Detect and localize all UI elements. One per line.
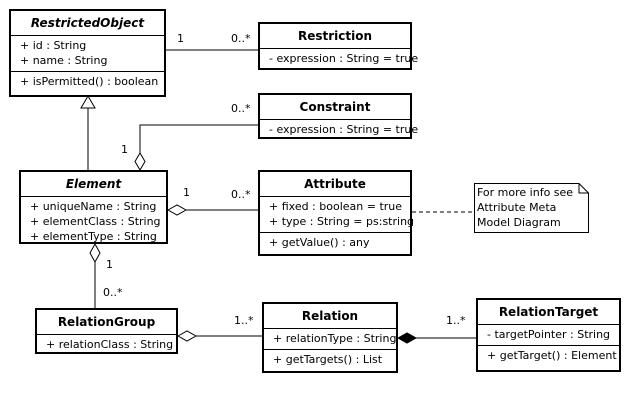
class-restrictedobject[interactable]: RestrictedObject + id : String + name : … — [9, 9, 166, 97]
multiplicity-label: 1 — [183, 186, 190, 199]
operation: + isPermitted() : boolean — [20, 75, 159, 88]
class-name: RestrictedObject — [11, 11, 164, 36]
aggregation-diamond-relation — [176, 330, 198, 342]
operation: + getTarget() : Element — [487, 349, 617, 362]
multiplicity-label: 1 — [177, 32, 184, 45]
multiplicity-label: 0..* — [103, 286, 123, 299]
class-name: RelationTarget — [478, 300, 619, 325]
operation: + getTargets() : List — [273, 353, 383, 366]
class-attribute[interactable]: Attribute + fixed : boolean = true + typ… — [258, 170, 415, 256]
multiplicity-label: 0..* — [231, 188, 251, 201]
attribute: + elementClass : String — [30, 215, 161, 228]
note-shape — [474, 183, 589, 233]
attributes-section: + id : String + name : String — [11, 36, 164, 72]
attributes-section: + fixed : boolean = true + type : String… — [260, 197, 415, 233]
note[interactable]: For more info see Attribute Meta Model D… — [474, 183, 589, 233]
class-element[interactable]: Element + uniqueName : String + elementC… — [19, 170, 168, 244]
generalization-arrowhead — [80, 95, 96, 109]
operation: + getValue() : any — [269, 236, 370, 249]
aggregation-diamond-attribute — [166, 204, 188, 216]
attribute: + type : String = ps:string — [269, 215, 415, 228]
class-constraint[interactable]: Constraint - expression : String = true — [258, 93, 419, 140]
note-text: For more info see Attribute Meta Model D… — [477, 185, 573, 230]
multiplicity-label: 1..* — [234, 314, 254, 327]
operations-section: + getTarget() : Element — [478, 346, 619, 366]
multiplicity-label: 1 — [121, 143, 128, 156]
class-relation[interactable]: Relation + relationType : String + getTa… — [262, 302, 398, 373]
attributes-section: - expression : String = true — [260, 120, 419, 140]
operations-section: + getValue() : any — [260, 233, 410, 253]
class-name: Restriction — [260, 24, 410, 49]
attribute: - targetPointer : String — [487, 328, 611, 341]
composition-diamond — [396, 332, 418, 344]
operations-section: + isPermitted() : boolean — [11, 72, 164, 92]
attribute: + name : String — [20, 54, 108, 67]
class-name: Attribute — [260, 172, 410, 197]
class-name: Constraint — [260, 95, 410, 120]
aggregation-element-constraint — [139, 124, 258, 153]
operations-section: + getTargets() : List — [264, 350, 396, 370]
aggregation-diamond-relationgroup — [89, 242, 101, 264]
attributes-section: + relationClass : String — [37, 335, 176, 355]
attribute: - expression : String = true — [269, 123, 419, 136]
multiplicity-label: 1 — [106, 258, 113, 271]
multiplicity-label: 0..* — [231, 32, 251, 45]
note-line: Model Diagram — [477, 216, 561, 229]
attribute: + relationType : String — [273, 332, 397, 345]
note-line: For more info see — [477, 186, 574, 199]
attributes-section: + relationType : String — [264, 329, 396, 350]
attribute: + uniqueName : String — [30, 200, 157, 213]
aggregation-diamond-constraint — [134, 152, 146, 171]
multiplicity-label: 1..* — [446, 314, 466, 327]
attribute: + id : String — [20, 39, 87, 52]
attributes-section: + uniqueName : String + elementClass : S… — [21, 197, 166, 247]
attribute: - expression : String = true — [269, 52, 419, 65]
note-line: Attribute Meta — [477, 201, 557, 214]
multiplicity-label: 0..* — [231, 102, 251, 115]
attributes-section: - expression : String = true — [260, 49, 419, 69]
class-name: Element — [21, 172, 166, 197]
class-restriction[interactable]: Restriction - expression : String = true — [258, 22, 419, 70]
attribute: + elementType : String — [30, 230, 157, 243]
class-name: Relation — [264, 304, 396, 329]
attributes-section: - targetPointer : String — [478, 325, 619, 346]
class-relationgroup[interactable]: RelationGroup + relationClass : String — [35, 308, 178, 354]
attribute: + fixed : boolean = true — [269, 200, 403, 213]
class-relationtarget[interactable]: RelationTarget - targetPointer : String … — [476, 298, 621, 372]
attribute: + relationClass : String — [46, 338, 174, 351]
class-name: RelationGroup — [37, 310, 176, 335]
